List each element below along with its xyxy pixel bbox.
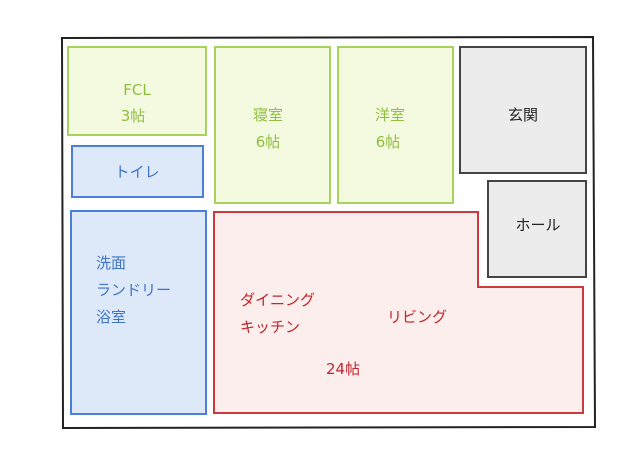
outer-wall	[60, 35, 597, 430]
room-ldk-label-kitchen: キッチン	[240, 318, 300, 336]
room-fcl-size: 3帖	[121, 107, 146, 125]
room-toilet: トイレ	[71, 145, 204, 198]
room-ldk-size: 24帖	[326, 360, 360, 378]
room-fcl-label: FCL	[123, 81, 151, 99]
room-fcl-box	[67, 46, 207, 136]
room-bedroom-box	[214, 46, 331, 204]
room-bath-label-laundry: ランドリー	[96, 281, 171, 299]
room-ldk-label-dining: ダイニング	[240, 291, 315, 309]
room-bath-label-bathroom: 浴室	[96, 308, 126, 326]
room-ldk-box	[213, 211, 584, 414]
room-bath: 洗面 ランドリー 浴室	[70, 210, 207, 415]
room-ldk-label-living: リビング	[387, 308, 447, 326]
room-bedroom-size: 6帖	[256, 133, 281, 151]
room-fcl: FCL 3帖	[67, 46, 207, 136]
room-ldk: ダイニング キッチン リビング 24帖	[213, 211, 584, 414]
room-western-box	[337, 46, 454, 204]
room-entrance-label: 玄関	[508, 106, 538, 124]
room-hall-box	[487, 180, 587, 278]
room-entrance-box	[459, 46, 587, 174]
room-bath-box	[70, 210, 207, 415]
room-bedroom-label: 寝室	[253, 106, 283, 124]
room-hall: ホール	[487, 180, 587, 278]
room-western: 洋室 6帖	[337, 46, 454, 204]
room-bedroom: 寝室 6帖	[214, 46, 331, 204]
room-toilet-label: トイレ	[114, 163, 159, 181]
room-entrance: 玄関	[459, 46, 587, 174]
room-western-size: 6帖	[376, 133, 401, 151]
room-bath-label-washroom: 洗面	[96, 254, 126, 272]
room-western-label: 洋室	[375, 106, 405, 124]
room-hall-label: ホール	[515, 216, 560, 234]
room-toilet-box	[71, 145, 204, 198]
